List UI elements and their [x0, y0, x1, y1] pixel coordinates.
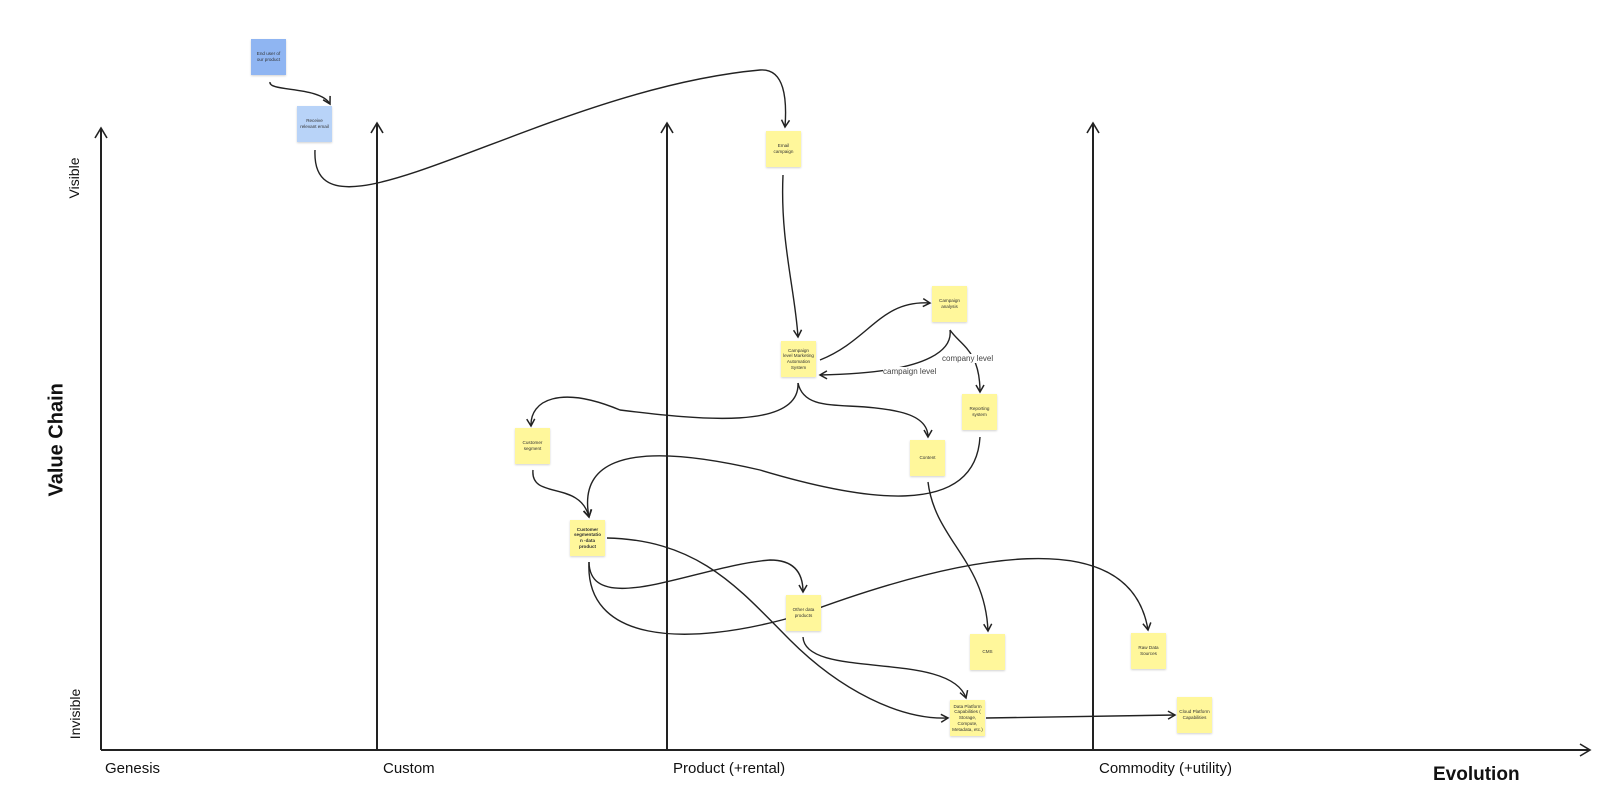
note-end-user[interactable]: End user of our product: [251, 39, 286, 75]
stage-label-genesis: Genesis: [105, 760, 161, 777]
edge-segment-segproduct: [532, 469, 592, 519]
stage-label-custom: Custom: [383, 760, 435, 777]
edge-email-mas: [781, 174, 803, 339]
stage-label-product: Product (+rental): [673, 760, 786, 777]
edge-reporting-segproduct: [583, 436, 981, 519]
y-axis-top-label: Visible: [66, 157, 82, 199]
note-segmentation-data-product[interactable]: Customer segmentatio n -data product: [570, 520, 605, 556]
edge-segproduct-dataplatform: [606, 537, 950, 723]
edge-enduser-receive: [269, 81, 331, 106]
edge-other-dataplatform: [802, 636, 969, 700]
edge-mas-segment: [526, 382, 799, 428]
edge-segproduct-other: [588, 559, 808, 594]
note-cloud-platform[interactable]: Cloud Platform Capabilities: [1177, 697, 1212, 733]
y-axis-title: Value Chain: [45, 383, 68, 497]
edge-content-cms: [927, 481, 993, 633]
edge-analysis-mas: [818, 329, 951, 380]
note-marketing-automation[interactable]: Campaign level Marketing Automation Syst…: [781, 341, 816, 377]
edge-analysis-reporting: [949, 329, 985, 394]
note-other-data-products[interactable]: Other data products: [786, 595, 821, 631]
edge-label-company-level: company level: [942, 354, 994, 363]
edge-mas-content: [797, 382, 933, 439]
note-customer-segment[interactable]: Customer segment: [515, 428, 550, 464]
note-content[interactable]: Content: [910, 440, 945, 476]
note-receive-email[interactable]: Receive relevant email: [297, 106, 332, 142]
note-campaign-analysis[interactable]: Campaign analysis: [932, 286, 967, 322]
edge-mas-analysis: [819, 297, 932, 361]
note-cms[interactable]: CMS: [970, 634, 1005, 670]
edge-dataplatform-cloud: [985, 710, 1177, 720]
edge-label-campaign-level: campaign level: [883, 367, 937, 376]
edge-segproduct-raw: [588, 557, 1152, 635]
y-axis-bottom-label: Invisible: [67, 688, 83, 740]
note-email-campaign[interactable]: Email campaign: [766, 131, 801, 167]
edge-receive-email: [314, 69, 791, 188]
note-data-platform[interactable]: Data Platform Capabilities ( Storage, Co…: [950, 700, 985, 736]
note-raw-data-sources[interactable]: Raw Data Sources: [1131, 633, 1166, 669]
stage-label-commodity: Commodity (+utility): [1099, 760, 1232, 777]
x-axis-title: Evolution: [1433, 764, 1520, 785]
note-reporting-system[interactable]: Reporting system: [962, 394, 997, 430]
